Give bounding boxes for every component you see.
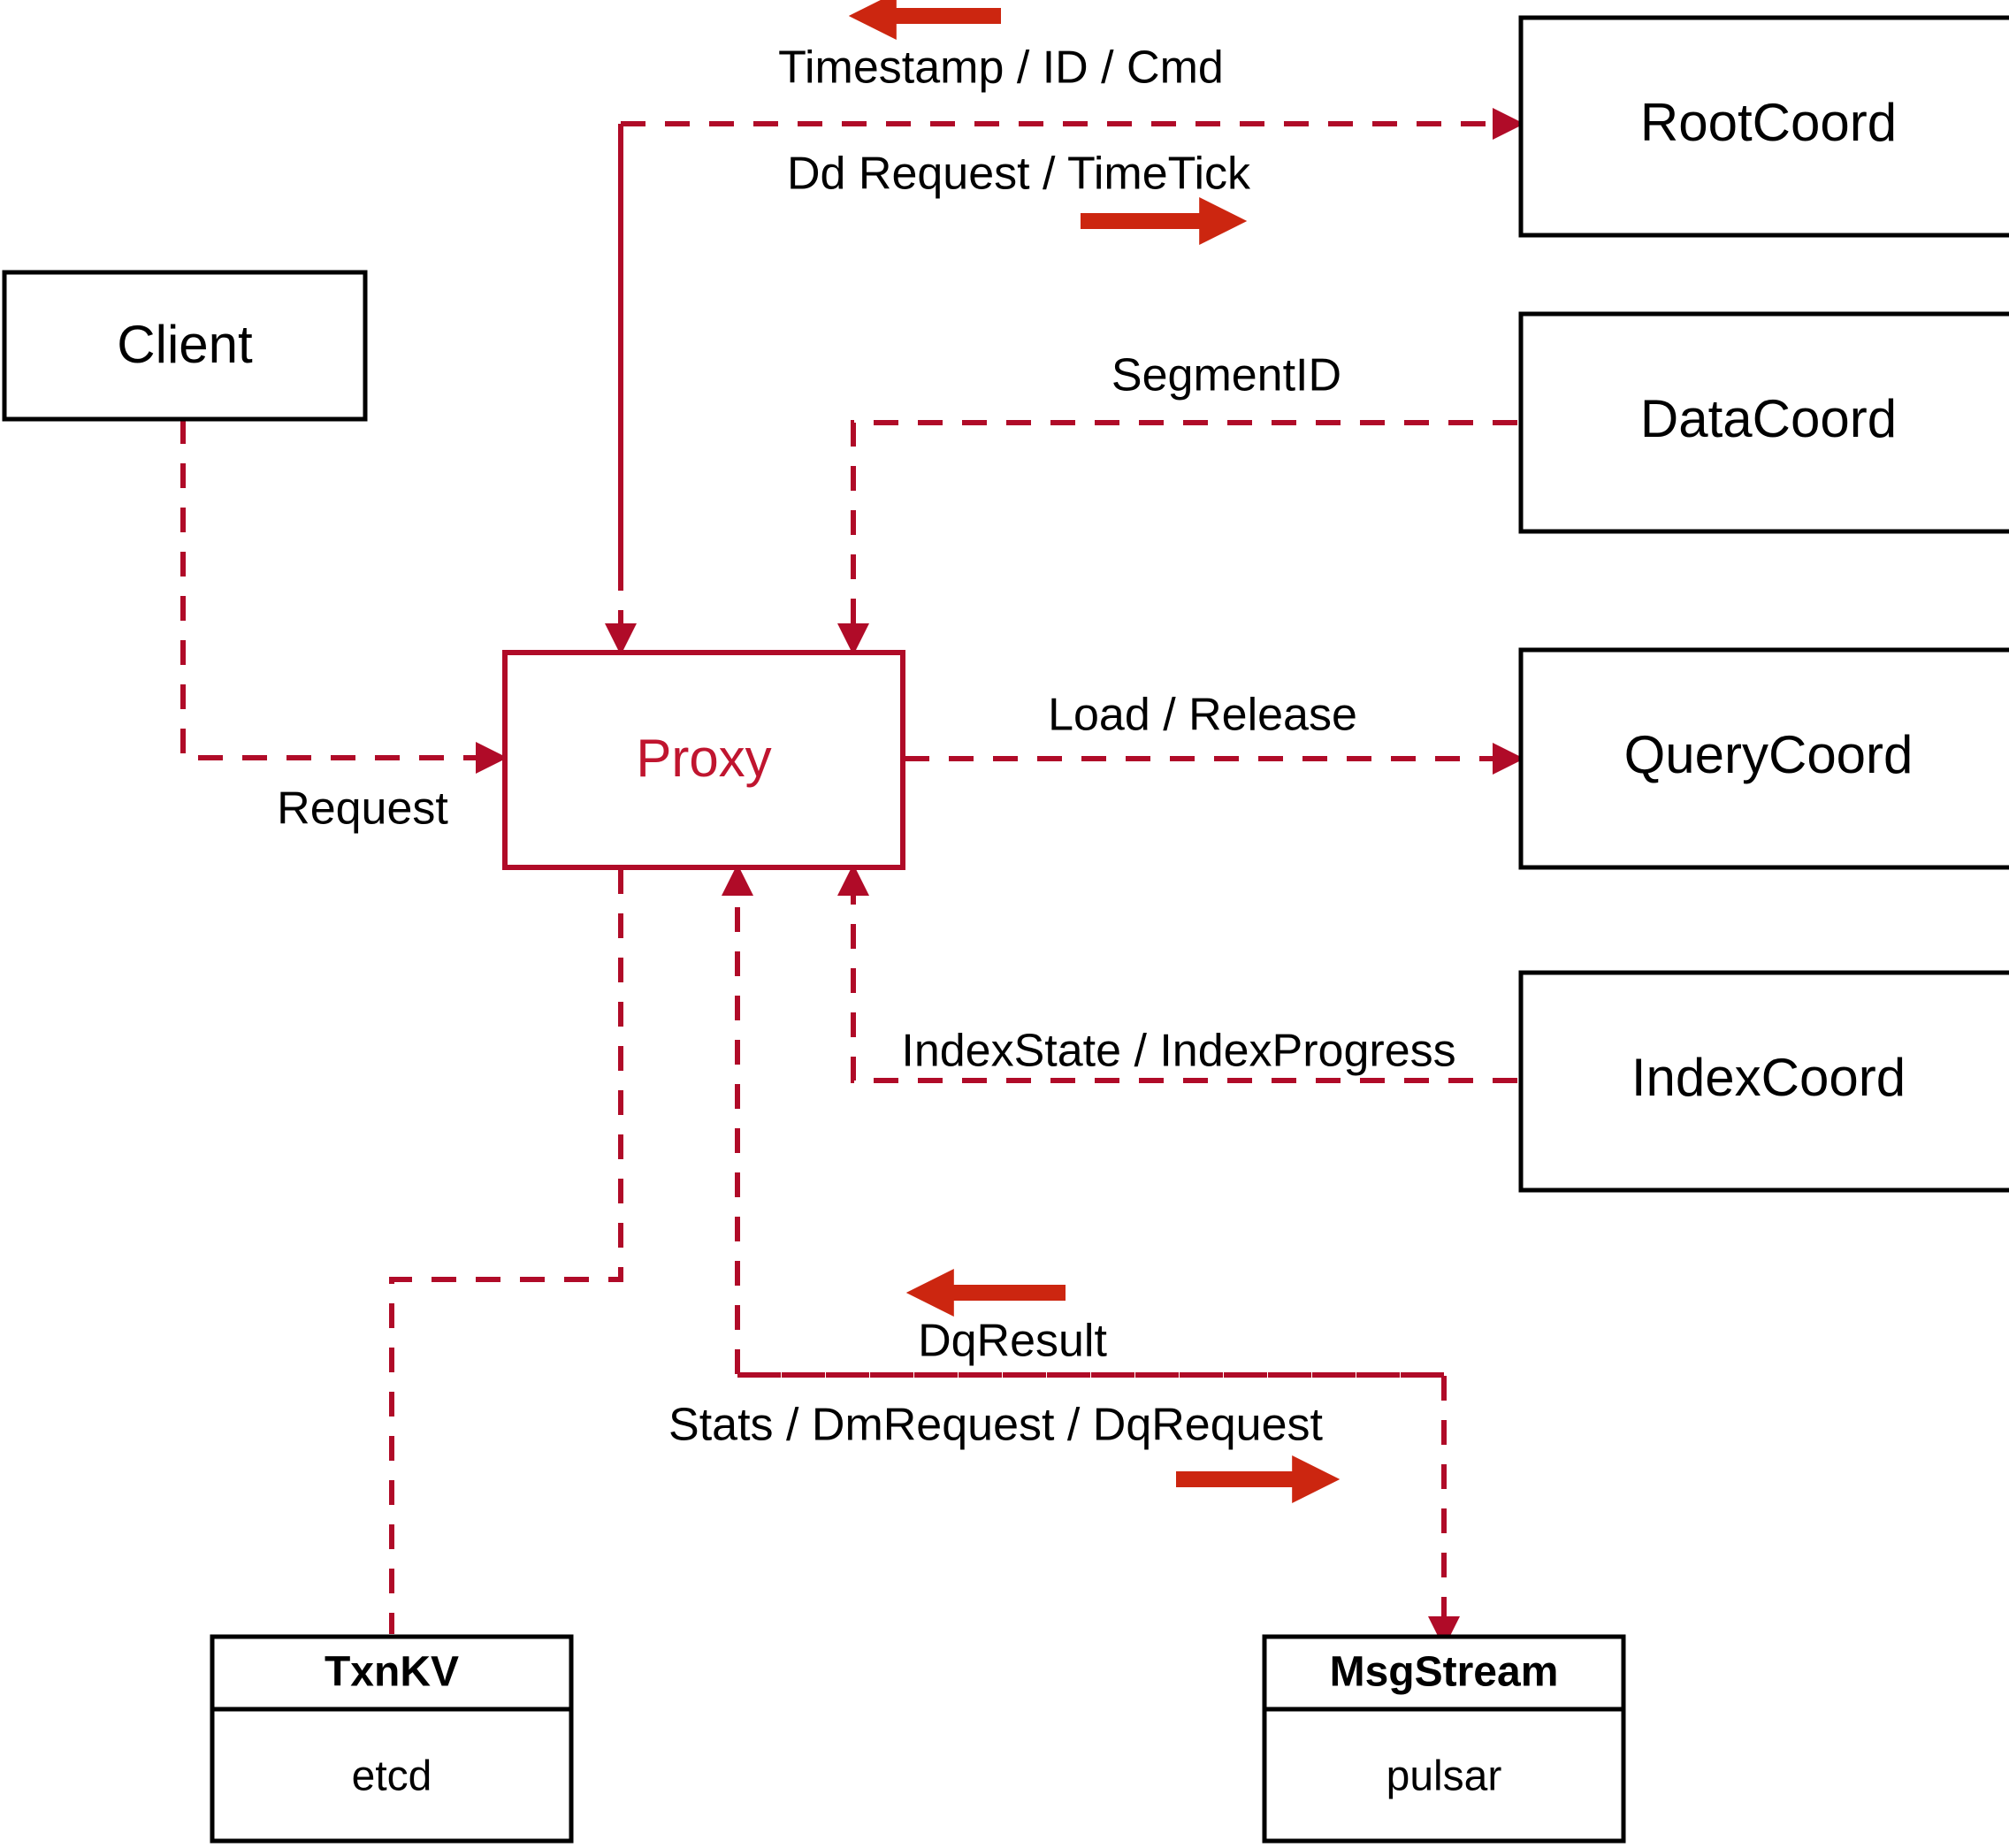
edge-label-request: Request (277, 783, 448, 835)
node-proxy[interactable]: Proxy (502, 650, 905, 870)
edge-label-load-release: Load / Release (1048, 690, 1357, 741)
client-label: Client (117, 315, 253, 374)
node-datacoord[interactable]: DataCoord (1518, 311, 2009, 534)
edge-label-dqresult: DqResult (918, 1316, 1107, 1367)
proxy-box[interactable] (502, 650, 905, 870)
rootcoord-box[interactable] (1518, 15, 2009, 238)
client-box[interactable] (2, 270, 368, 422)
datacoord-box[interactable] (1518, 311, 2009, 534)
node-querycoord[interactable]: QueryCoord (1518, 647, 2009, 870)
flow-datacoord-to-proxy (837, 420, 1517, 655)
msgstream-title: MsgStream (1330, 1649, 1559, 1696)
rootcoord-label: RootCoord (1640, 93, 1897, 152)
txnkv-impl: etcd (352, 1753, 432, 1800)
node-rootcoord[interactable]: RootCoord (1518, 15, 2009, 238)
msgstream-box[interactable] (1262, 1634, 1626, 1844)
proxy-label: Proxy (636, 729, 771, 788)
node-msgstream[interactable]: MsgStream pulsar (1262, 1634, 1626, 1844)
node-indexcoord[interactable]: IndexCoord (1518, 970, 2009, 1193)
indexcoord-box[interactable] (1518, 970, 2009, 1193)
querycoord-label: QueryCoord (1624, 725, 1914, 784)
txnkv-box[interactable] (210, 1634, 574, 1844)
indexcoord-label: IndexCoord (1631, 1048, 1906, 1107)
msgstream-impl: pulsar (1386, 1753, 1502, 1800)
edge-label-stats-dmrequest-dqrequest: Stats / DmRequest / DqRequest (668, 1400, 1323, 1451)
datacoord-label: DataCoord (1640, 389, 1897, 448)
flow-indexcoord-to-proxy (837, 864, 1517, 1083)
node-txnkv[interactable]: TxnKV etcd (210, 1634, 574, 1844)
edge-label-timestamp-id-cmd: Timestamp / ID / Cmd (778, 42, 1224, 94)
querycoord-box[interactable] (1518, 647, 2009, 870)
node-client[interactable]: Client (2, 270, 368, 422)
txnkv-title: TxnKV (325, 1649, 459, 1696)
flow-msgstream-to-proxy (722, 864, 1444, 1378)
edge-label-indexstate-indexprogress: IndexState / IndexProgress (901, 1026, 1455, 1077)
edge-label-dd-request-timetick: Dd Request / TimeTick (787, 149, 1251, 200)
edge-label-segmentid: SegmentID (1111, 350, 1341, 401)
flow-proxy-to-msgstream (737, 1372, 1460, 1648)
flow-client-to-proxy (180, 419, 508, 774)
flow-proxy-to-txnkv (389, 869, 623, 1634)
